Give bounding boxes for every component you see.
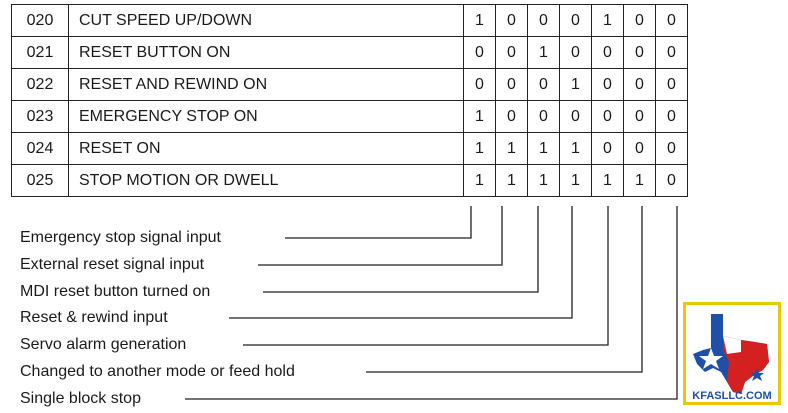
legend-label: MDI reset button turned on (20, 283, 211, 300)
bit-cell: 0 (623, 100, 656, 133)
bit-cell: 0 (591, 68, 624, 101)
legend-label: Single block stop (20, 390, 141, 407)
connector-line (285, 206, 472, 239)
bit-cell: 0 (655, 164, 688, 197)
bit-cell: 0 (463, 36, 496, 69)
legend-label: Changed to another mode or feed hold (20, 363, 295, 380)
bit-cell: 1 (495, 164, 528, 197)
bit-cell: 1 (527, 164, 560, 197)
kfasllc-logo: KFASLLC.COM (683, 302, 781, 405)
bit-cell: 1 (623, 164, 656, 197)
bit-cell: 0 (591, 132, 624, 165)
row-description: CUT SPEED UP/DOWN (68, 4, 464, 37)
row-code: 024 (11, 132, 69, 165)
logo-text: KFASLLC.COM (692, 390, 771, 402)
bit-cell: 0 (655, 132, 688, 165)
bit-cell: 0 (527, 100, 560, 133)
bit-cell: 0 (591, 36, 624, 69)
bit-cell: 1 (527, 36, 560, 69)
bit-cell: 1 (591, 164, 624, 197)
row-code: 025 (11, 164, 69, 197)
row-code: 022 (11, 68, 69, 101)
legend-label: Reset & rewind input (20, 309, 168, 326)
bit-cell: 0 (623, 68, 656, 101)
bit-cell: 1 (463, 164, 496, 197)
connector-line (263, 206, 539, 293)
bit-cell: 0 (655, 68, 688, 101)
row-code: 020 (11, 4, 69, 37)
row-description: RESET BUTTON ON (68, 36, 464, 69)
bit-cell: 0 (623, 36, 656, 69)
bit-cell: 1 (463, 100, 496, 133)
bit-cell: 0 (655, 100, 688, 133)
legend-label: External reset signal input (20, 256, 205, 273)
bit-cell: 1 (527, 132, 560, 165)
connector-line (229, 206, 573, 319)
row-code: 021 (11, 36, 69, 69)
bit-cell: 0 (527, 68, 560, 101)
legend-label: Servo alarm generation (20, 336, 187, 353)
connector-line (366, 206, 643, 373)
bit-cell: 0 (559, 4, 592, 37)
bit-cell: 0 (623, 4, 656, 37)
bit-cell: 1 (591, 4, 624, 37)
legend-label: Emergency stop signal input (20, 229, 221, 246)
connector-line (258, 206, 503, 266)
bit-cell: 0 (655, 36, 688, 69)
row-description: STOP MOTION OR DWELL (68, 164, 464, 197)
connector-line (185, 206, 678, 400)
connector-line (243, 206, 609, 346)
